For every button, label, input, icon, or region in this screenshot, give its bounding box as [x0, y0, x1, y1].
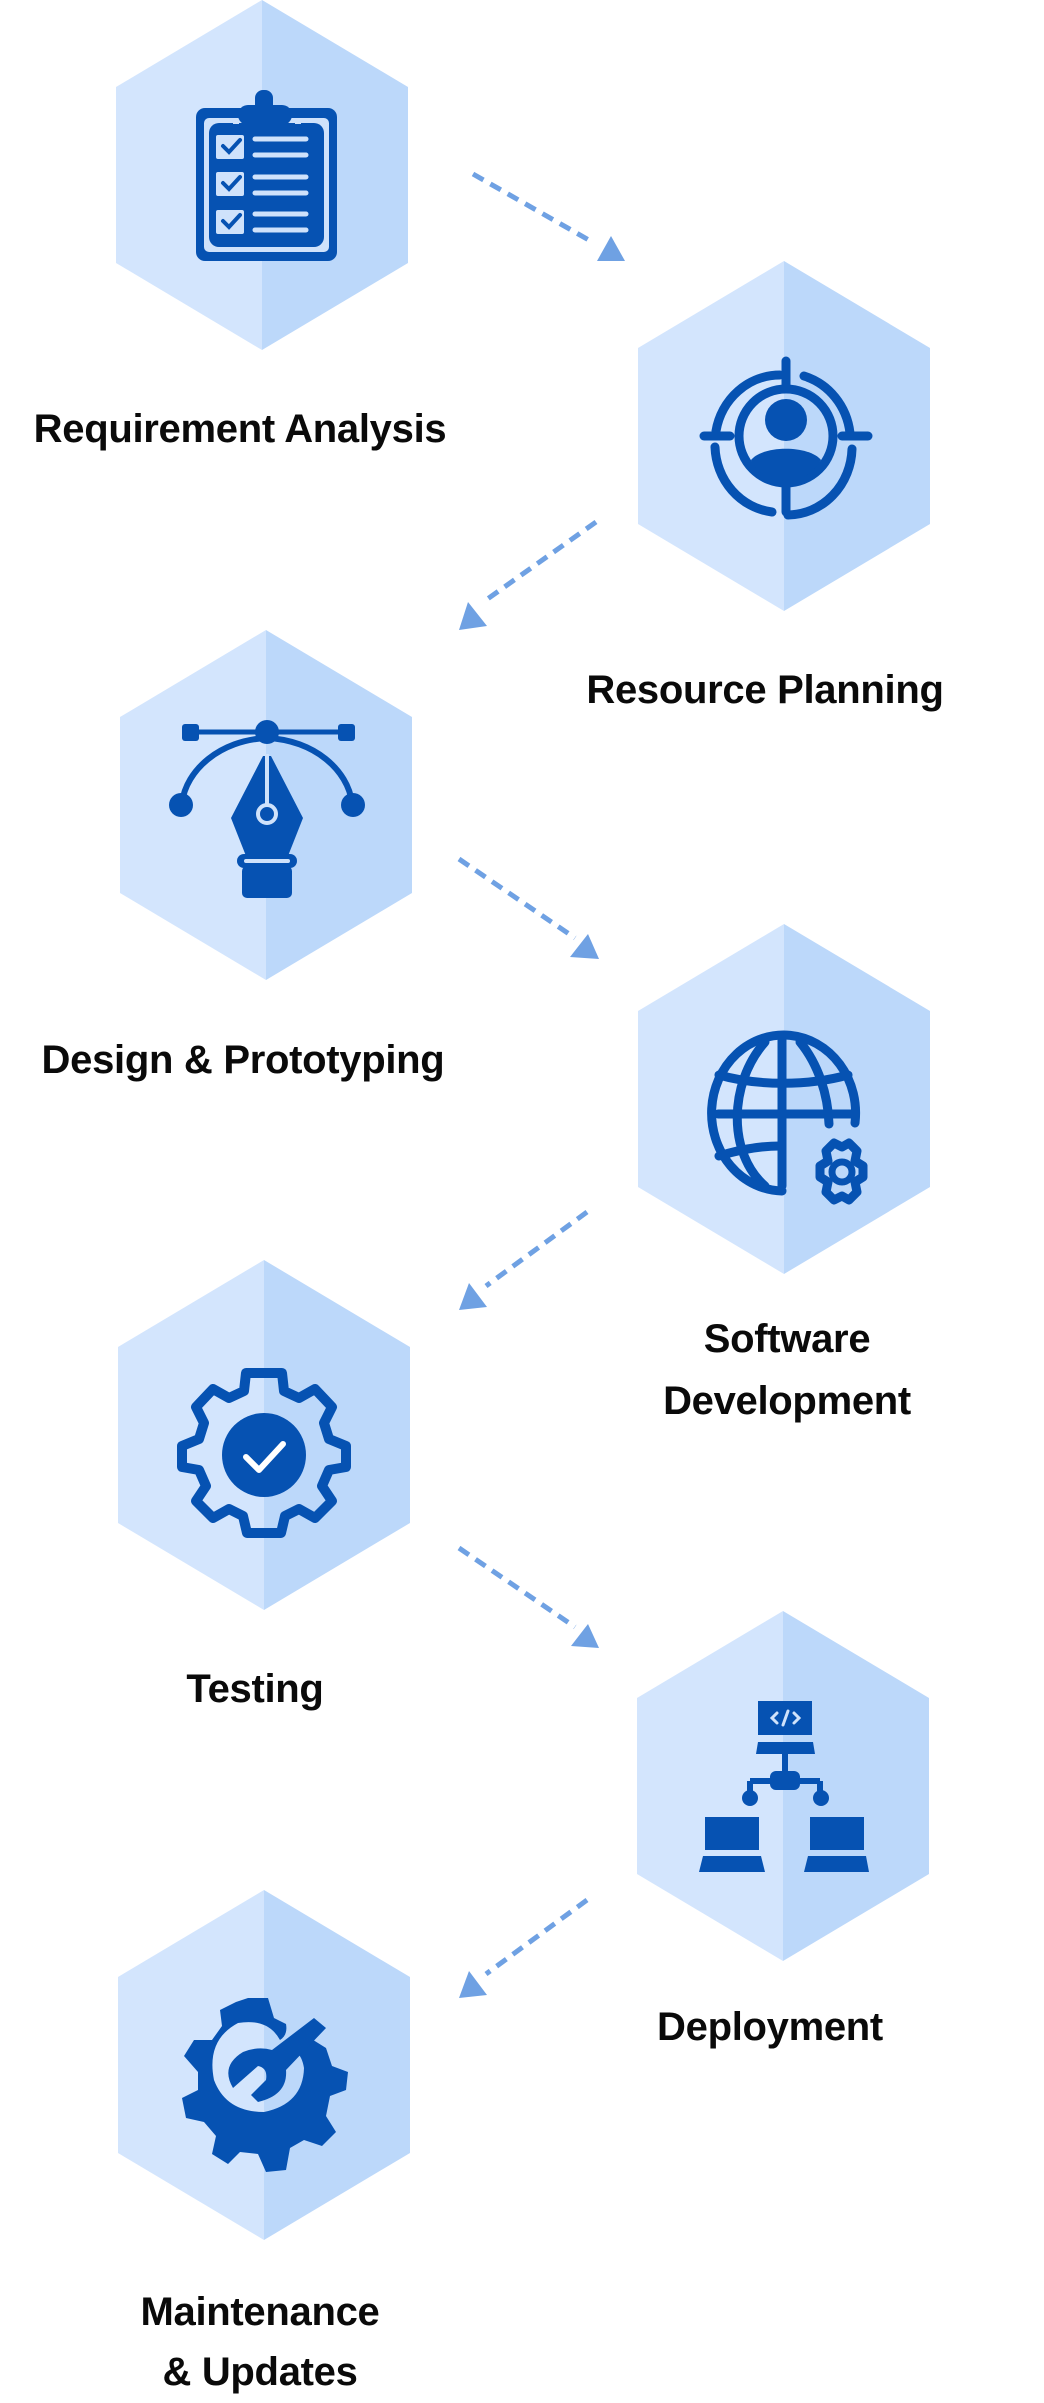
step-requirement-analysis — [116, 0, 408, 350]
step-deployment — [637, 1611, 929, 1961]
target-person-icon — [699, 356, 873, 520]
arrowhead-6-7-icon — [459, 1971, 487, 1998]
hexagon-tile — [638, 924, 930, 1274]
hexagon-tile — [638, 261, 930, 611]
step-label-software-development: Software Development — [663, 1317, 911, 1423]
step-label-resource-planning: Resource Planning — [586, 668, 944, 712]
arrowhead-2-3-icon — [459, 602, 487, 630]
arrow-line-3-4 — [457, 856, 577, 941]
arrow-line-1-2 — [471, 171, 596, 246]
arrow-line-4-5 — [484, 1209, 589, 1289]
arrowhead-4-5-icon — [459, 1283, 487, 1310]
pen-tool-bezier-icon — [169, 720, 365, 898]
arrow-line-2-3 — [484, 519, 598, 603]
step-resource-planning — [638, 261, 930, 611]
clipboard-checklist-icon — [196, 90, 337, 261]
arrowhead-3-4-icon — [570, 934, 599, 959]
step-label-design-prototyping: Design & Prototyping — [41, 1038, 445, 1082]
step-label-testing: Testing — [186, 1667, 324, 1711]
arrowhead-5-6-icon — [571, 1624, 599, 1648]
hexagon-tile — [116, 0, 408, 350]
gear-wrench-icon — [182, 1998, 348, 2172]
arrow-line-6-7 — [484, 1897, 589, 1977]
step-software-development — [638, 924, 930, 1274]
step-label-requirement-analysis: Requirement Analysis — [33, 407, 447, 451]
gear-check-icon — [177, 1368, 351, 1538]
step-label-deployment: Deployment — [657, 2005, 883, 2049]
hexagon-tile — [637, 1611, 929, 1961]
step-maintenance-updates — [118, 1890, 410, 2240]
step-testing — [118, 1260, 410, 1610]
network-computers-code-icon — [699, 1701, 869, 1872]
step-design-prototyping — [120, 630, 412, 980]
hexagon-tile — [120, 630, 412, 980]
hexagon-tile — [118, 1260, 410, 1610]
hexagon-tile — [118, 1890, 410, 2240]
arrowhead-1-2-icon — [597, 236, 625, 261]
globe-gear-icon — [707, 1030, 868, 1205]
arrow-line-5-6 — [457, 1545, 577, 1630]
step-label-maintenance-updates: Maintenance & Updates — [140, 2290, 380, 2394]
